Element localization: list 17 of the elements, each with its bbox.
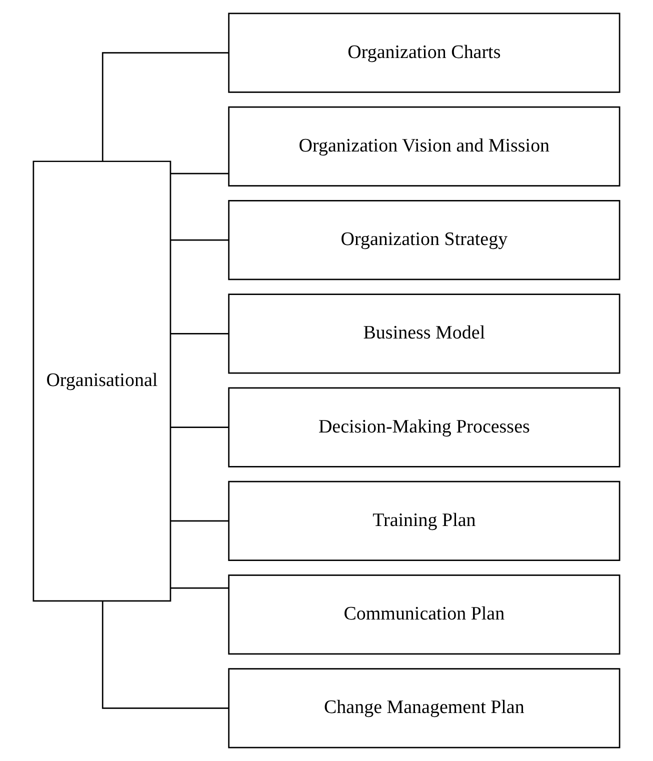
- connector: [170, 426, 229, 428]
- node-box: Organization Strategy: [228, 200, 620, 280]
- connector: [102, 601, 229, 709]
- connector: [170, 172, 229, 174]
- node-box: Decision-Making Processes: [228, 387, 620, 468]
- node-box: Training Plan: [228, 480, 620, 561]
- connector: [170, 239, 229, 241]
- connector: [170, 520, 229, 522]
- connector: [102, 52, 229, 162]
- connector: [170, 333, 229, 334]
- node-box: Organization Vision and Mission: [228, 106, 620, 186]
- node-box: Communication Plan: [228, 574, 620, 655]
- node-box: Organization Charts: [228, 12, 620, 93]
- node-box: Business Model: [228, 294, 620, 374]
- node-box: Change Management Plan: [228, 668, 620, 748]
- node-box: Organisational: [32, 160, 172, 602]
- connector: [170, 587, 229, 589]
